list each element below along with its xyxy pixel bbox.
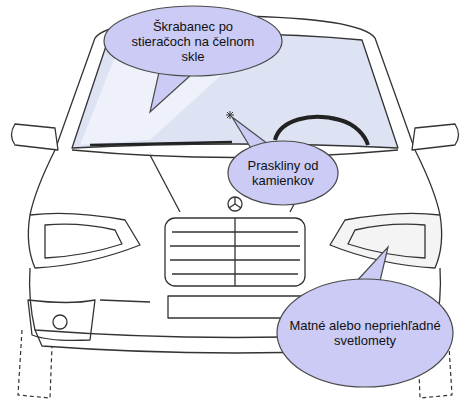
- callout-tail: [354, 247, 388, 284]
- callout-text: Škrabanec po stieračoch na čelnom skle: [126, 19, 260, 64]
- callout-text: Praskliny od kamienkov: [241, 158, 325, 188]
- right-headlight: [330, 213, 442, 268]
- left-mirror: [12, 124, 59, 150]
- left-wiper: [90, 142, 232, 145]
- callout-bubble: Praskliny od kamienkov: [227, 140, 339, 206]
- grille-bars: [170, 218, 300, 286]
- callout-text: Matné alebo nepriehľadné svetlomety: [287, 318, 443, 348]
- fog-light-housing: [28, 300, 95, 340]
- left-wheel: [18, 330, 52, 398]
- bubble-ellipse: [277, 279, 453, 387]
- fog-light: [53, 315, 67, 329]
- callout-bubble: Matné alebo nepriehľadné svetlomety: [276, 278, 454, 388]
- bubble-ellipse: [228, 141, 338, 205]
- callout-tails: [150, 68, 388, 284]
- right-mirror: [412, 124, 459, 150]
- callout-bubble: Škrabanec po stieračoch na čelnom skle: [103, 5, 283, 77]
- grille: [165, 218, 305, 286]
- star-emblem-spokes: [229, 197, 241, 208]
- bubble-ellipse: [104, 6, 282, 76]
- left-headlight-lens: [45, 224, 122, 258]
- left-headlight: [28, 213, 140, 268]
- star-emblem: [228, 197, 242, 211]
